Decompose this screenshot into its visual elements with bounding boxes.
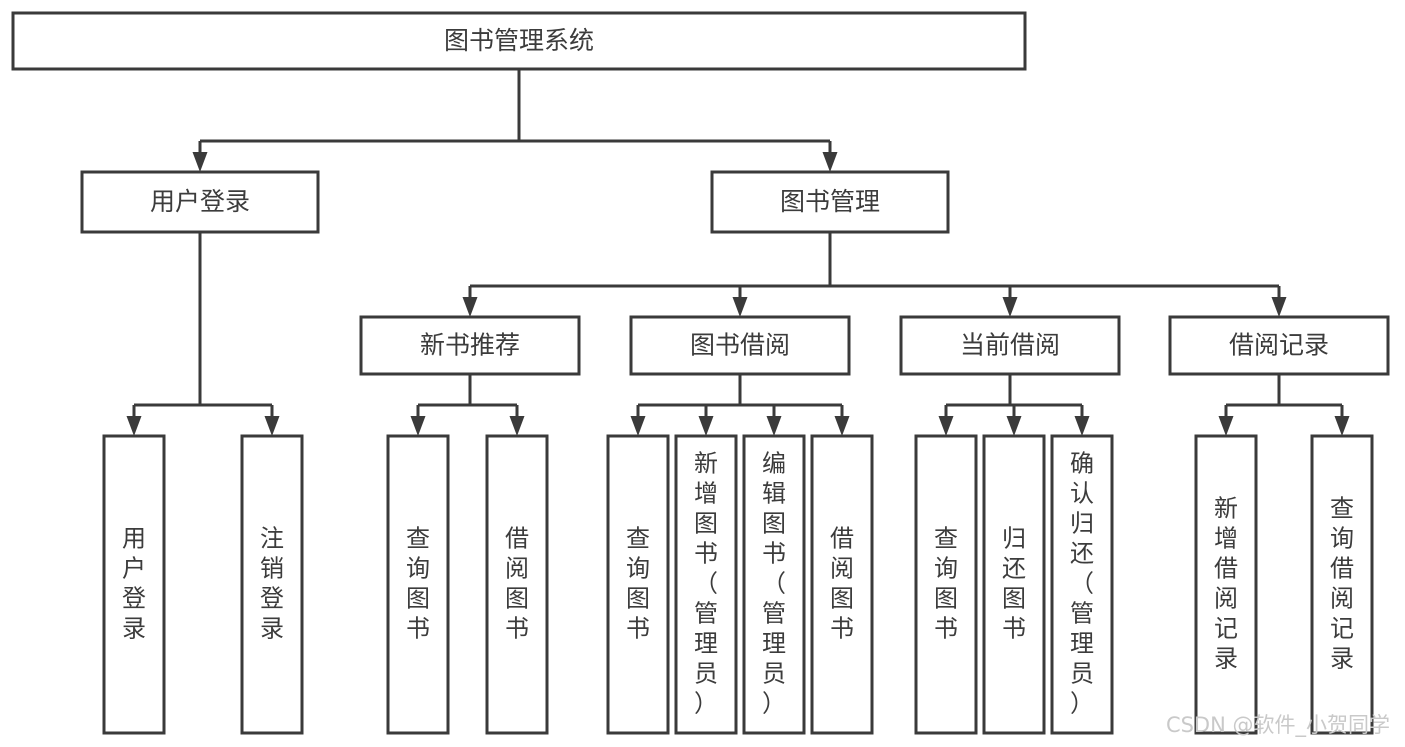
arrow-head-icon xyxy=(192,152,208,172)
arrow-head-icon xyxy=(1002,297,1018,317)
node-leaf-cur-query[interactable]: 查询图书 xyxy=(914,434,978,735)
node-label: 图书管理系统 xyxy=(444,26,594,55)
node-leaf-rec-borrow[interactable]: 借阅图书 xyxy=(485,434,549,735)
node-label: 用户登录 xyxy=(150,187,250,216)
node-label: 当前借阅 xyxy=(960,331,1060,360)
arrow-head-icon xyxy=(1218,416,1234,436)
node-label: 新增借阅记录 xyxy=(1214,495,1238,673)
node-root[interactable]: 图书管理系统 xyxy=(11,11,1027,71)
arrow-head-icon xyxy=(698,416,714,436)
node-label: 图书借阅 xyxy=(690,331,790,360)
node-label: 用户登录 xyxy=(122,525,146,643)
node-label: 查询图书 xyxy=(626,525,650,643)
node-box[interactable] xyxy=(899,315,1121,376)
arrow-head-icon xyxy=(766,416,782,436)
node-label: 新书推荐 xyxy=(420,331,520,360)
node-new-book-rec[interactable]: 新书推荐 xyxy=(359,315,581,376)
node-box[interactable] xyxy=(80,170,320,234)
node-leaf-rec-query[interactable]: 查询图书 xyxy=(386,434,450,735)
node-leaf-borrow-add[interactable]: 新增图书（管理员） xyxy=(674,434,738,735)
arrow-head-icon xyxy=(509,416,525,436)
node-box[interactable] xyxy=(1194,434,1258,735)
arrow-head-icon xyxy=(822,152,838,172)
node-box[interactable] xyxy=(606,434,670,735)
node-leaf-borrow-query[interactable]: 查询图书 xyxy=(606,434,670,735)
arrow-head-icon xyxy=(1334,416,1350,436)
node-label: 查询借阅记录 xyxy=(1330,495,1354,673)
node-current-borrow[interactable]: 当前借阅 xyxy=(899,315,1121,376)
node-leaf-cur-return[interactable]: 归还图书 xyxy=(982,434,1046,735)
node-leaf-cur-confirm[interactable]: 确认归还（管理员） xyxy=(1050,434,1114,735)
node-borrow-record[interactable]: 借阅记录 xyxy=(1168,315,1390,376)
node-box[interactable] xyxy=(240,434,304,735)
csdn-watermark: CSDN @软件_小贺同学 xyxy=(1166,713,1390,738)
connector-layer xyxy=(126,69,1350,436)
node-leaf-borrow-do[interactable]: 借阅图书 xyxy=(810,434,874,735)
node-leaf-rec-search[interactable]: 查询借阅记录 xyxy=(1310,434,1374,735)
node-box[interactable] xyxy=(1168,315,1390,376)
node-box[interactable] xyxy=(359,315,581,376)
node-box[interactable] xyxy=(710,170,950,234)
arrow-head-icon xyxy=(264,416,280,436)
arrow-head-icon xyxy=(834,416,850,436)
arrow-head-icon xyxy=(732,297,748,317)
node-label: 借阅图书 xyxy=(505,525,529,643)
node-box[interactable] xyxy=(386,434,450,735)
node-label: 查询图书 xyxy=(406,525,430,643)
node-leaf-logout[interactable]: 注销登录 xyxy=(240,434,304,735)
arrow-head-icon xyxy=(1074,416,1090,436)
node-book-borrow[interactable]: 图书借阅 xyxy=(629,315,851,376)
node-leaf-rec-add[interactable]: 新增借阅记录 xyxy=(1194,434,1258,735)
node-box[interactable] xyxy=(674,434,738,735)
node-label: 借阅图书 xyxy=(830,525,854,643)
node-box[interactable] xyxy=(629,315,851,376)
node-label: 新增图书（管理员） xyxy=(694,450,718,718)
node-box[interactable] xyxy=(810,434,874,735)
arrow-head-icon xyxy=(1271,297,1287,317)
arrow-head-icon xyxy=(1006,416,1022,436)
node-label: 归还图书 xyxy=(1002,525,1026,643)
arrow-head-icon xyxy=(938,416,954,436)
node-box[interactable] xyxy=(982,434,1046,735)
node-layer: 图书管理系统用户登录图书管理新书推荐图书借阅当前借阅借阅记录用户登录注销登录查询… xyxy=(11,11,1390,735)
node-box[interactable] xyxy=(742,434,806,735)
node-label: 查询图书 xyxy=(934,525,958,643)
node-box[interactable] xyxy=(1050,434,1114,735)
arrow-head-icon xyxy=(462,297,478,317)
node-box[interactable] xyxy=(914,434,978,735)
node-label: 注销登录 xyxy=(260,525,284,643)
node-leaf-borrow-edit[interactable]: 编辑图书（管理员） xyxy=(742,434,806,735)
node-leaf-user-login[interactable]: 用户登录 xyxy=(102,434,166,735)
node-box[interactable] xyxy=(485,434,549,735)
arrow-head-icon xyxy=(630,416,646,436)
node-label: 确认归还（管理员） xyxy=(1070,450,1094,718)
node-user-login[interactable]: 用户登录 xyxy=(80,170,320,234)
node-label: 编辑图书（管理员） xyxy=(762,450,786,718)
arrow-head-icon xyxy=(126,416,142,436)
node-box[interactable] xyxy=(1310,434,1374,735)
arrow-head-icon xyxy=(410,416,426,436)
node-box[interactable] xyxy=(102,434,166,735)
node-label: 图书管理 xyxy=(780,187,880,216)
node-book-manage[interactable]: 图书管理 xyxy=(710,170,950,234)
node-label: 借阅记录 xyxy=(1229,331,1329,360)
node-box[interactable] xyxy=(11,11,1027,71)
